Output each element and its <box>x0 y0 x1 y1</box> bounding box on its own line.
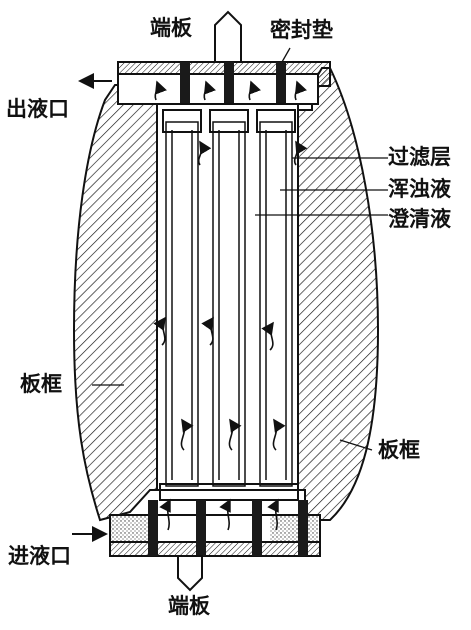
label-end-plate-top: 端板 <box>150 16 192 40</box>
label-outlet: 出液口 <box>6 97 69 121</box>
label-filter-layer: 过滤层 <box>388 145 451 169</box>
label-plate-frame-right: 板框 <box>378 438 420 462</box>
label-end-plate-bottom: 端板 <box>168 594 210 618</box>
bottom-gasket <box>252 500 262 556</box>
leader-lines <box>92 47 388 451</box>
top-gasket <box>224 62 234 106</box>
left-plate-frame <box>72 84 158 522</box>
label-clear-liquid: 澄清液 <box>388 207 451 231</box>
label-inlet: 进液口 <box>8 544 71 568</box>
bottom-gasket <box>298 500 308 556</box>
label-turbid-liquid: 浑浊液 <box>388 177 451 201</box>
outlet-channel <box>117 73 319 105</box>
porous-block <box>111 516 151 541</box>
flow-arrows <box>153 80 308 531</box>
bottom-gasket <box>196 500 206 556</box>
top-spindle <box>214 10 242 63</box>
bottom-spindle <box>177 555 203 592</box>
right-plate-frame <box>297 67 380 521</box>
porous-block <box>270 516 318 541</box>
top-gasket <box>276 62 286 106</box>
label-gasket: 密封垫 <box>270 18 333 42</box>
bottom-gasket <box>148 500 158 556</box>
top-gasket <box>180 62 190 106</box>
label-plate-frame-left: 板框 <box>20 372 62 396</box>
filter-element-3 <box>256 109 296 487</box>
